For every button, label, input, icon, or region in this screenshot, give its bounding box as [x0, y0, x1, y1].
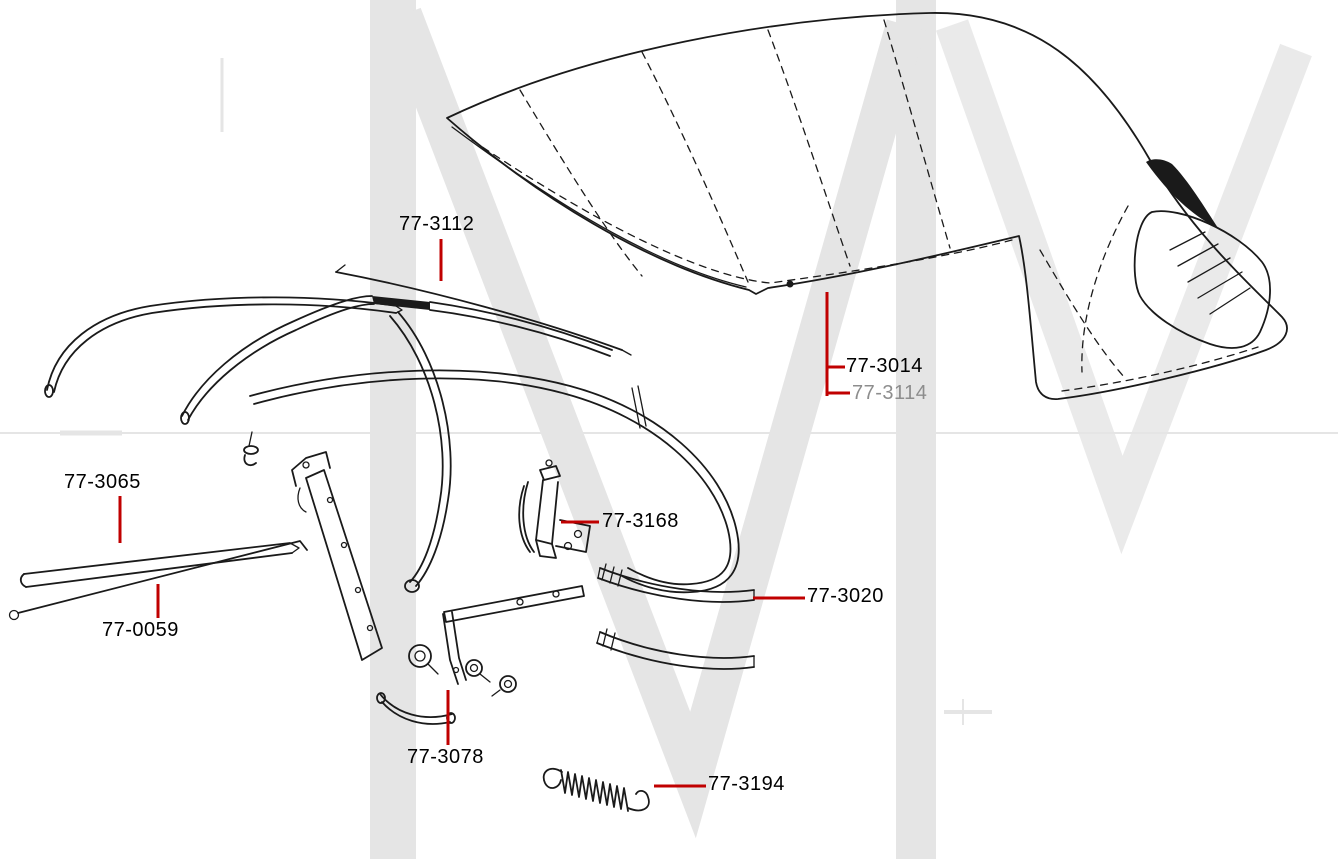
bolts	[465, 659, 517, 697]
curved-strap	[376, 692, 456, 725]
part-label-77-3078: 77-3078	[407, 746, 484, 768]
weatherstrip-lower	[596, 628, 755, 670]
part-label-77-3194: 77-3194	[708, 773, 785, 795]
rod-77-3112	[335, 271, 623, 351]
rear-window	[1133, 210, 1271, 349]
part-label-77-3168: 77-3168	[602, 510, 679, 532]
fastener-dot	[786, 280, 794, 288]
leader-lines	[118, 239, 850, 788]
pin-77-3078	[408, 644, 439, 675]
pillar-rail	[291, 451, 383, 661]
rear-edge-wedge	[1146, 159, 1218, 228]
rear-window-hatching	[1169, 231, 1251, 315]
part-label-77-3114: 77-3114	[852, 382, 928, 404]
bracket-arm	[442, 585, 585, 685]
part-label-77-3112: 77-3112	[399, 213, 475, 235]
spring-77-3194	[542, 767, 650, 812]
frame-rails-drawing	[8, 264, 755, 812]
clip-screw	[243, 431, 259, 467]
weatherstrip-77-3020	[597, 563, 755, 603]
wire-77-0059	[8, 540, 308, 621]
part-label-77-3014: 77-3014	[846, 355, 923, 377]
strip-77-3065	[19, 542, 300, 588]
part-label-77-3020: 77-3020	[807, 585, 884, 607]
soft-top-drawing	[446, 12, 1288, 400]
part-label-77-0059: 77-0059	[102, 619, 179, 641]
part-label-77-3065: 77-3065	[64, 471, 141, 493]
